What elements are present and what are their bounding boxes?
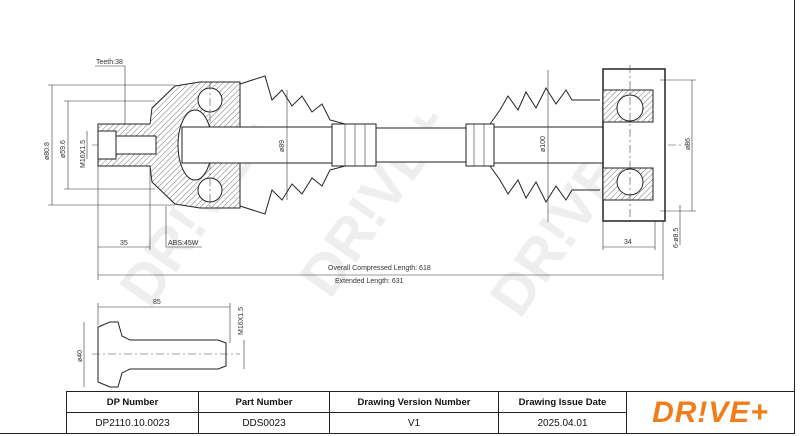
svg-text:ø59.6: ø59.6 (60, 140, 67, 158)
inner-cv-joint (602, 65, 666, 225)
dp-number-value: DP2110.10.0023 (95, 417, 170, 429)
drive-shaft (181, 123, 605, 167)
svg-text:Overall Compressed Length: 618: Overall Compressed Length: 618 (328, 265, 431, 272)
svg-text:ø86: ø86 (685, 138, 692, 150)
dp-number-column: DP Number DP2110.10.0023 (67, 392, 199, 433)
version-value: V1 (407, 417, 421, 429)
outer-boot (239, 75, 346, 215)
svg-text:ø80.8: ø80.8 (44, 142, 51, 160)
svg-text:34: 34 (624, 239, 632, 246)
part-number-header: Part Number (199, 392, 329, 413)
dimensions: ø80.8 ø59.6 M16X1.5 Teeth:38 ø89 35 ABS:… (44, 59, 696, 285)
part-number-column: Part Number DDS0023 (199, 392, 330, 433)
issue-date-column: Drawing Issue Date 2025.04.01 (499, 392, 627, 433)
version-column: Drawing Version Number V1 (330, 392, 499, 433)
bolt-detail: 85 ø40 M16X1.5 (77, 299, 245, 388)
drive-plus-logo: DR!VE+ (652, 395, 769, 429)
svg-text:ø40: ø40 (77, 350, 84, 362)
issue-date-header: Drawing Issue Date (499, 392, 626, 413)
svg-text:85: 85 (153, 299, 161, 306)
svg-text:M16X1.5: M16X1.5 (238, 307, 245, 335)
dp-number-header: DP Number (67, 392, 198, 413)
svg-text:35: 35 (120, 240, 128, 247)
svg-text:ø89: ø89 (279, 140, 286, 152)
svg-text:ABS:45W: ABS:45W (168, 240, 199, 247)
svg-text:M16X1.5: M16X1.5 (80, 140, 87, 168)
issue-date-value: 2025.04.01 (537, 417, 588, 429)
title-block: DP Number DP2110.10.0023 Part Number DDS… (66, 391, 795, 434)
part-number-value: DDS0023 (242, 417, 286, 429)
svg-text:6-ø8.5: 6-ø8.5 (673, 228, 680, 248)
svg-text:Extended Length: 631: Extended Length: 631 (335, 278, 404, 285)
svg-text:ø100: ø100 (540, 136, 547, 152)
svg-text:Teeth:38: Teeth:38 (96, 59, 123, 66)
inner-boot (489, 86, 600, 204)
version-header: Drawing Version Number (330, 392, 498, 413)
